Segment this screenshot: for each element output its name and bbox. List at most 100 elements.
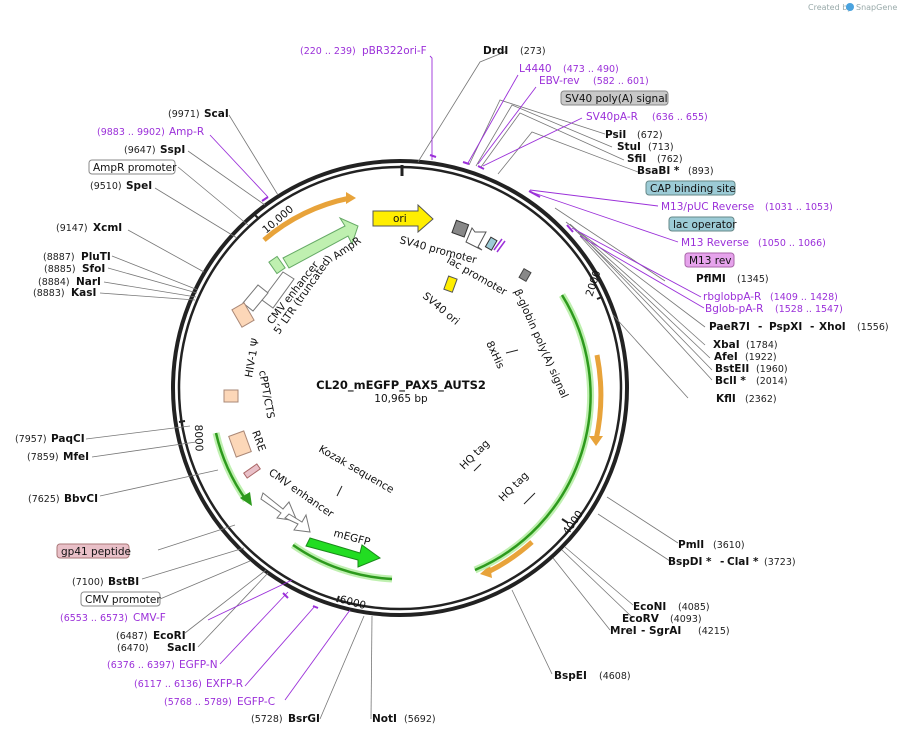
leader-line — [475, 104, 613, 167]
enzyme-bstbi: BstBI — [108, 576, 139, 588]
ori-feature — [372, 203, 434, 234]
enzyme-pluti-pos: (8887) — [43, 252, 75, 263]
m13-rev-label: M13 rev — [689, 255, 732, 267]
green-arc-left — [214, 432, 248, 501]
leader-line — [111, 255, 199, 291]
primer-ebv-name: EBV-rev — [539, 75, 580, 87]
enzyme-bsteii-pos: (1960) — [756, 364, 788, 375]
cmv-promoter-label: CMV promoter — [85, 594, 161, 606]
credit-brand: SnapGene — [856, 3, 897, 12]
primer-exfpr-range: (6117 .. 6136) — [134, 679, 202, 690]
primer-cmvf-name: CMV-F — [133, 612, 166, 624]
primer-bglob-range: (1528 .. 1547) — [775, 304, 843, 315]
enzyme-pflmi: PflMI — [696, 273, 726, 285]
primer-leader-line — [284, 609, 351, 701]
primer-mark — [566, 224, 574, 233]
enzyme-bsrgi: BsrGI — [288, 713, 320, 725]
enzyme-ecorv-pos: (4093) — [670, 614, 702, 625]
primer-leader-line — [429, 55, 433, 160]
primer-mark — [477, 165, 485, 170]
primer-m13rev-name: M13 Reverse — [681, 237, 749, 249]
tick-mark — [254, 214, 260, 220]
enzyme-sspi-pos: (9647) — [124, 145, 156, 156]
enzyme-xbai: XbaI — [713, 339, 740, 351]
orange-feature-arc-right — [593, 354, 604, 441]
primer-m13rev-range: (1050 .. 1066) — [758, 238, 826, 249]
leader-line — [187, 150, 266, 206]
enzyme-sfii: SfiI — [627, 153, 646, 165]
sv40-polya-label: SV40 poly(A) signal — [565, 93, 668, 105]
bglobin-label: β-globin poly(A) signal — [511, 287, 570, 400]
enzyme-bspei-pos: (4608) — [599, 671, 631, 682]
primer-mark — [429, 154, 437, 158]
enzyme-bspdi: BspDI * — [668, 556, 712, 568]
leader-line — [606, 496, 679, 544]
enzyme-sep-4: - — [641, 625, 645, 637]
primer-ampr-range: (9883 .. 9902) — [97, 127, 165, 138]
enzyme-sfoi-pos: (8885) — [44, 264, 76, 275]
enzyme-sgrai-pos: (4215) — [698, 626, 730, 637]
enzyme-sfoi: SfoI — [82, 263, 105, 275]
enzyme-bspei: BspEI — [554, 670, 587, 682]
enzyme-bsabi-pos: (893) — [688, 166, 714, 177]
leader-line — [552, 557, 611, 631]
gp41-label: gp41 peptide — [61, 546, 131, 558]
his-feature — [505, 349, 519, 354]
leader-line — [569, 223, 706, 346]
m13-primer-mark — [496, 240, 506, 253]
cap-site-box — [645, 180, 736, 196]
leader-line — [417, 50, 508, 163]
primer-egfpc-name: EGFP-C — [237, 696, 275, 708]
enzyme-bcli-pos: (2014) — [756, 376, 788, 387]
leader-line — [612, 314, 689, 399]
enzyme-kfli-pos: (2362) — [745, 394, 777, 405]
primer-rbglob-name: rbglobpA-R — [703, 291, 761, 303]
primer-egfpc-range: (5768 .. 5789) — [164, 697, 232, 708]
primer-m13puc-range: (1031 .. 1053) — [765, 202, 833, 213]
enzyme-econi: EcoNI — [633, 601, 666, 613]
leader-line — [99, 469, 219, 497]
primer-leader-line — [529, 189, 659, 207]
primer-leader-line — [579, 235, 705, 309]
enzyme-nari: NarI — [76, 276, 101, 288]
enzyme-xhoi: XhoI — [819, 321, 846, 333]
ampr-feature — [282, 216, 359, 269]
enzyme-bsteii: BstEII — [715, 363, 749, 375]
cmv-promoter-feature — [284, 513, 311, 533]
primer-leader-line — [209, 134, 269, 198]
enzyme-bbvci-pos: (7625) — [28, 494, 60, 505]
kozak-feature — [336, 485, 343, 497]
hq-tag-2-feature — [523, 492, 536, 505]
orange-feature-arrowhead — [346, 192, 356, 204]
snapgene-logo: SnapGene — [846, 3, 897, 12]
enzyme-clai: ClaI * — [727, 556, 759, 568]
primer-m13puc-name: M13/pUC Reverse — [661, 201, 754, 213]
sv40-ori-feature — [443, 275, 458, 293]
enzyme-xcmi: XcmI — [93, 222, 122, 234]
ori-label: ori — [393, 213, 407, 225]
plasmid-size: 10,965 bp — [374, 393, 428, 405]
ampr-promoter-box — [88, 159, 176, 175]
sv40-ori-label: SV40 ori — [420, 290, 462, 328]
kozak-label: Kozak sequence — [317, 443, 396, 496]
enzyme-kasi: KasI — [71, 287, 96, 299]
enzyme-paqci-pos: (7957) — [15, 434, 47, 445]
enzyme-ecori: EcoRI — [153, 630, 186, 642]
primer-ebv-range: (582 .. 601) — [593, 76, 649, 87]
primer-leader-lines — [207, 55, 705, 701]
enzyme-psii: PsiI — [605, 129, 626, 141]
ampr-promoter-feature — [268, 255, 286, 275]
primer-leader-line — [467, 74, 519, 164]
primer-mark — [312, 605, 319, 609]
leader-line — [157, 524, 236, 551]
leader-lines — [85, 50, 713, 720]
enzyme-pmli: PmlI — [678, 539, 704, 551]
leader-line — [511, 589, 553, 675]
enzyme-noti: NotI — [372, 713, 397, 725]
leader-line — [579, 235, 713, 381]
enzyme-ecori-pos: (6487) — [116, 631, 148, 642]
leader-line — [228, 114, 279, 196]
orange-feature-arc-top — [262, 195, 351, 242]
leader-line — [154, 187, 238, 239]
primer-leader-line — [207, 579, 293, 621]
